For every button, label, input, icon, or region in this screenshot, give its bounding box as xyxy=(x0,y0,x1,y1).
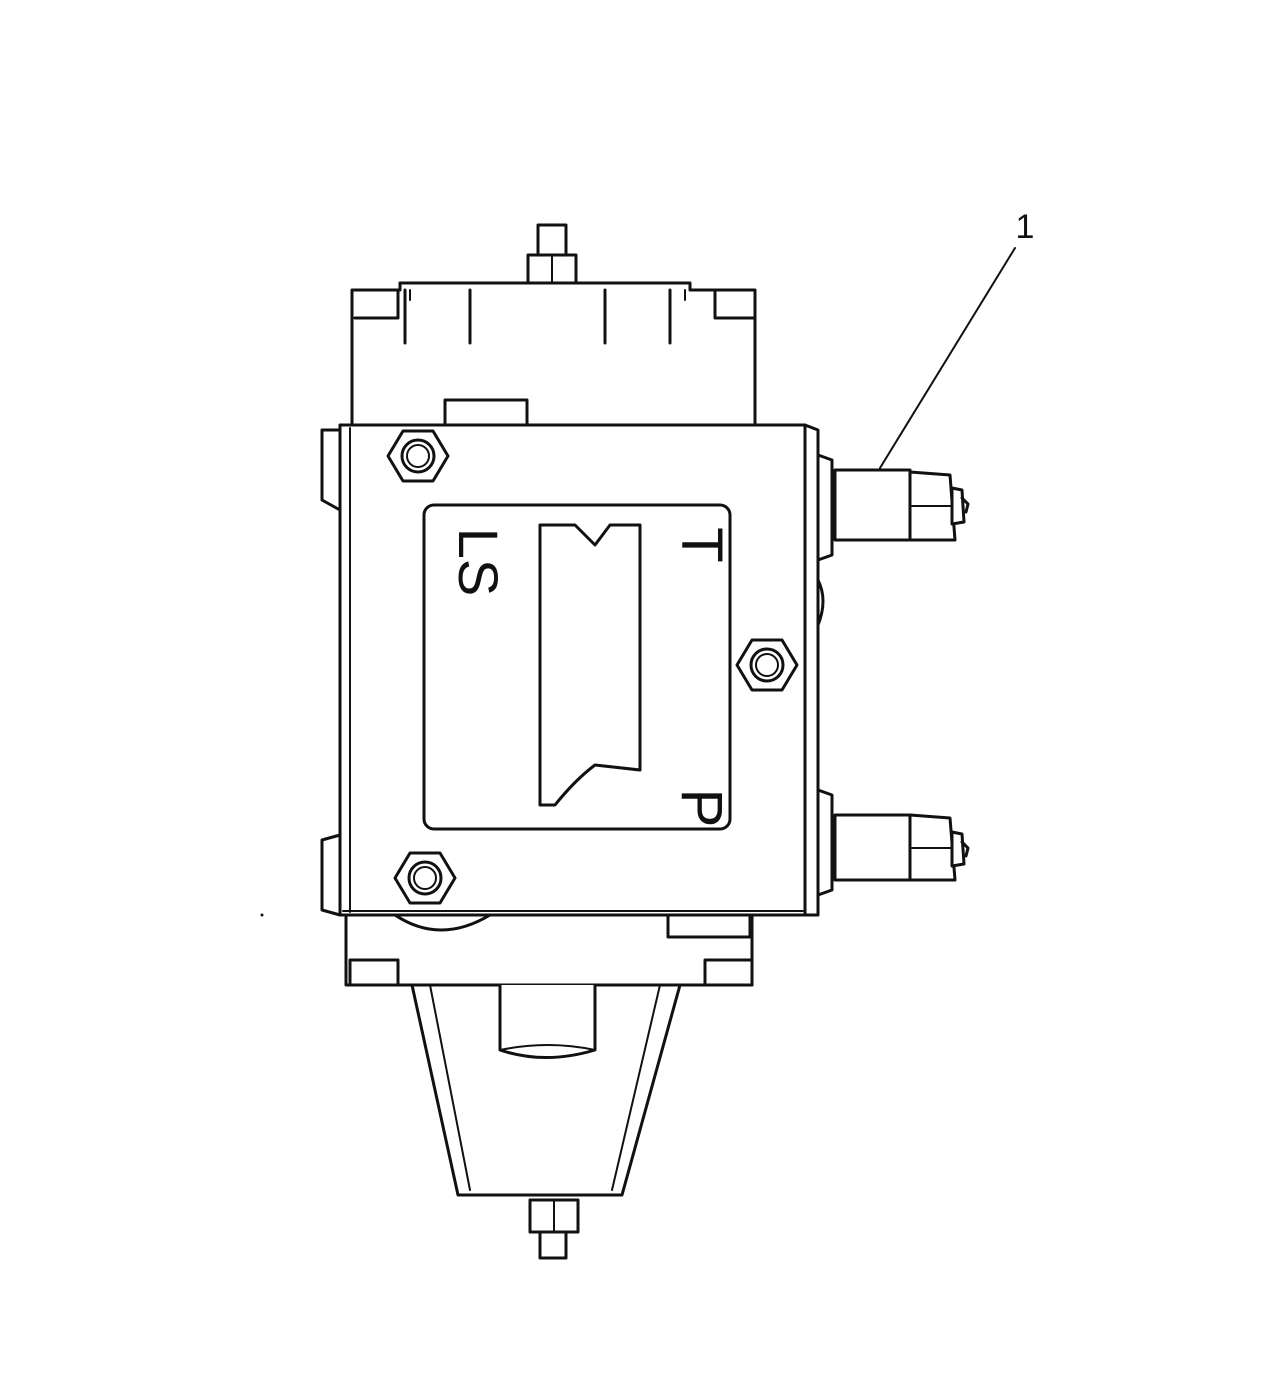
top-stud-nut xyxy=(526,223,578,285)
port-label-t: T xyxy=(669,527,734,562)
right-side-plate xyxy=(803,423,834,917)
bottom-stud-nut xyxy=(528,1198,580,1260)
bolt-top-left xyxy=(386,429,450,483)
flow-arrow-symbol xyxy=(538,523,642,807)
lower-cartridge xyxy=(833,813,970,882)
bolt-bottom-left xyxy=(393,851,457,905)
callout-1: 1 xyxy=(879,208,1035,469)
name-plate xyxy=(422,503,732,831)
callout-number: 1 xyxy=(1016,208,1035,246)
bolt-right-middle xyxy=(735,638,799,692)
left-side-bosses xyxy=(320,428,341,917)
leader-line xyxy=(879,247,1016,469)
top-housing xyxy=(350,281,757,427)
scan-speck xyxy=(260,913,264,917)
port-label-ls: LS xyxy=(447,528,510,597)
bottom-housing xyxy=(344,913,754,987)
bottom-adapter xyxy=(410,983,682,1197)
upper-cartridge xyxy=(833,468,970,542)
port-label-p: P xyxy=(669,789,734,828)
